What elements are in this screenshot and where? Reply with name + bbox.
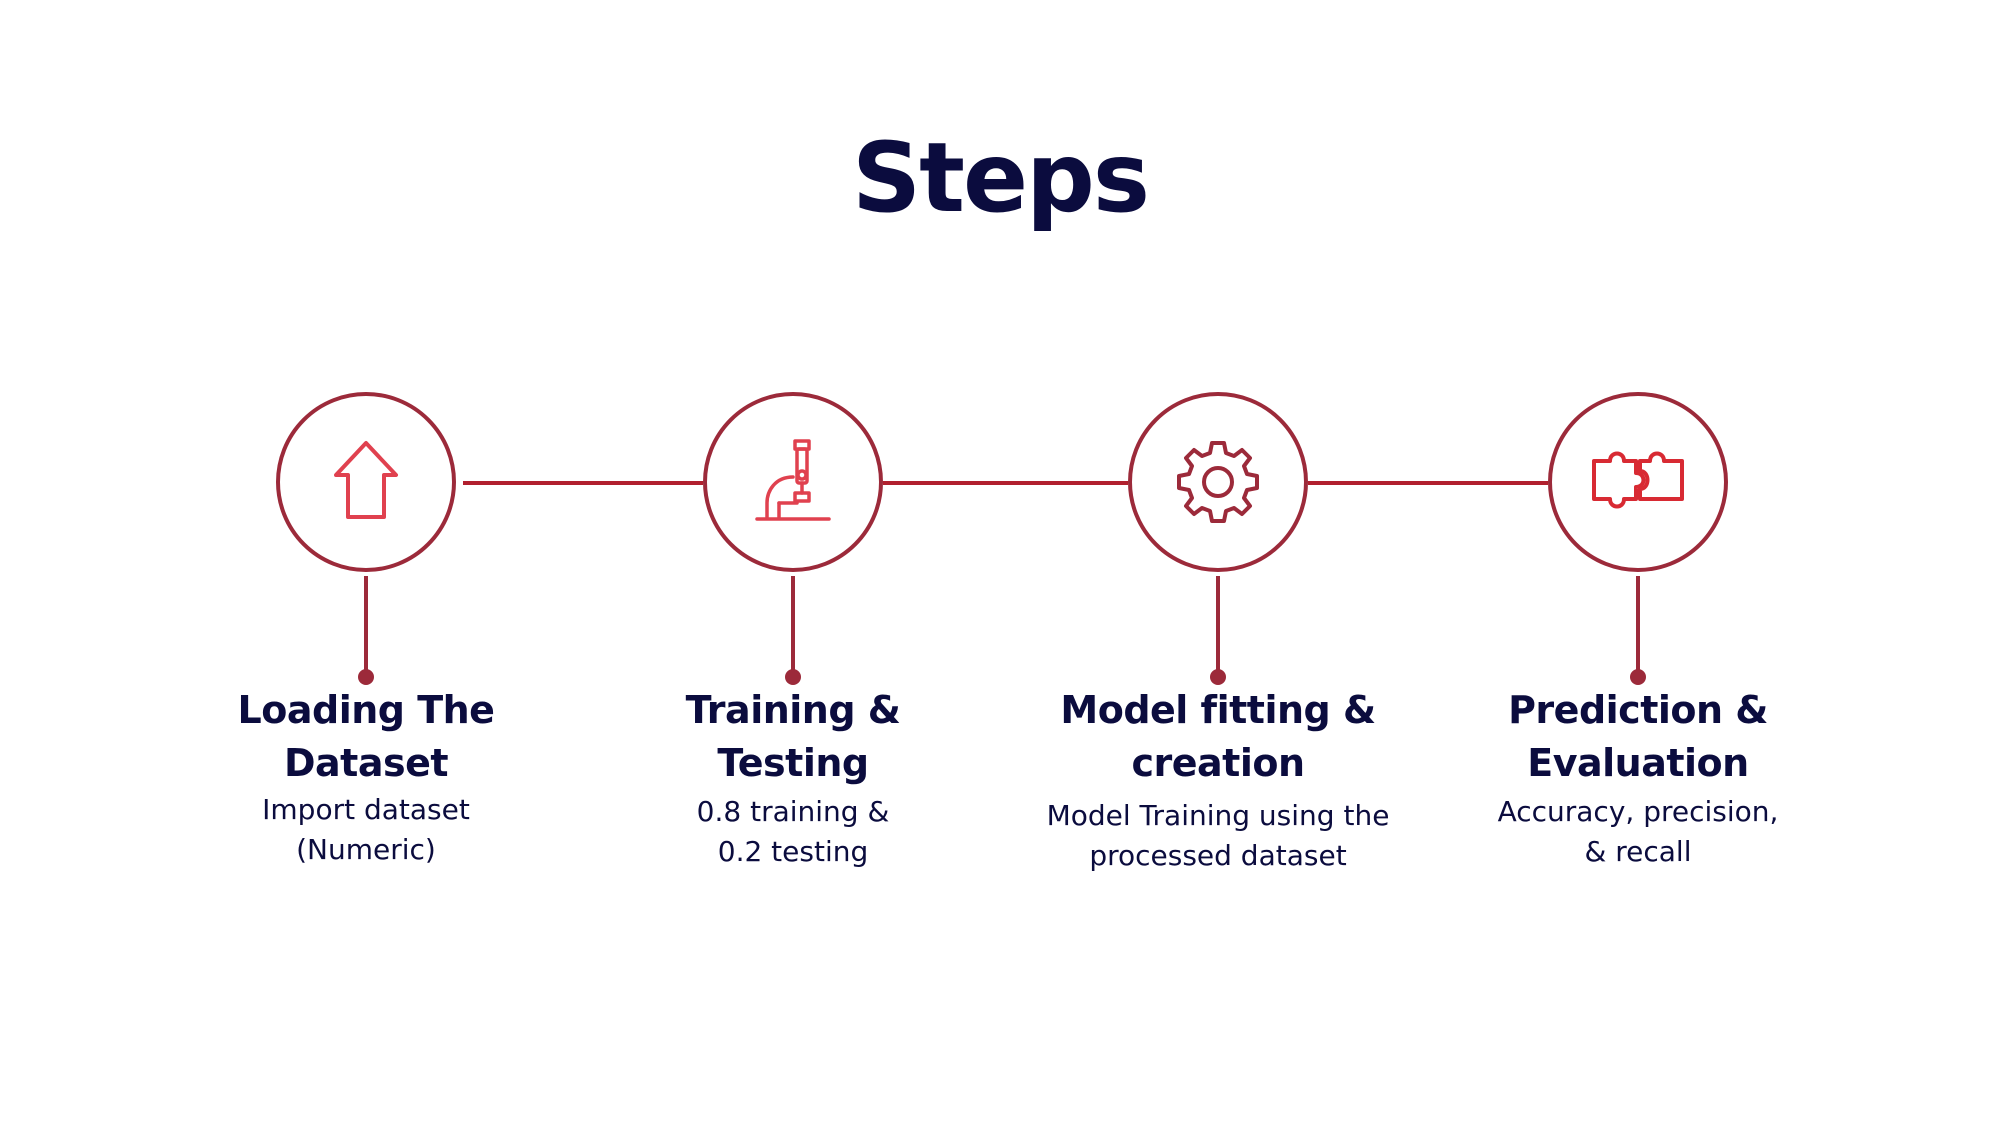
step-2-desc-line-2: 0.2 testing — [717, 835, 869, 868]
step-1-circle — [276, 392, 456, 572]
step-4-desc-line-1: Accuracy, precision, — [1497, 795, 1779, 828]
step-2-title-line-2: Testing — [717, 741, 869, 785]
step-2-title: Training & Testing — [583, 684, 1003, 790]
step-4-description: Accuracy, precision, & recall — [1428, 792, 1848, 872]
puzzle-icon — [1592, 451, 1684, 509]
step-2-description: 0.8 training & 0.2 testing — [583, 792, 1003, 872]
step-1-desc-line-2: (Numeric) — [296, 833, 436, 866]
step-2-title-line-1: Training & — [685, 688, 901, 732]
step-3-title-line-2: creation — [1131, 741, 1305, 785]
step-3-stem — [1216, 576, 1220, 676]
step-3-dot — [1210, 669, 1226, 685]
connector-line-3 — [1308, 481, 1548, 485]
step-2-circle — [703, 392, 883, 572]
step-2-desc-line-1: 0.8 training & — [696, 795, 890, 828]
step-3-desc-line-2: processed dataset — [1089, 839, 1347, 872]
connector-line-2 — [883, 481, 1128, 485]
step-2-dot — [785, 669, 801, 685]
step-3-title-line-1: Model fitting & — [1060, 688, 1376, 732]
step-1-dot — [358, 669, 374, 685]
page-title: Steps — [852, 122, 1150, 234]
step-4-circle — [1548, 392, 1728, 572]
gear-icon — [1177, 441, 1259, 523]
step-1-stem — [364, 576, 368, 676]
step-1-title-line-2: Dataset — [283, 741, 449, 785]
upload-home-icon — [334, 441, 398, 519]
microscope-icon — [755, 439, 831, 521]
step-1-desc-line-1: Import dataset — [262, 793, 470, 826]
step-4-desc-line-2: & recall — [1584, 835, 1692, 868]
step-1-title-line-1: Loading The — [237, 688, 495, 732]
step-3-desc-line-1: Model Training using the — [1046, 799, 1390, 832]
connector-line-1 — [463, 481, 703, 485]
step-4-title: Prediction & Evaluation — [1428, 684, 1848, 790]
step-4-stem — [1636, 576, 1640, 676]
step-3-circle — [1128, 392, 1308, 572]
step-4-title-line-1: Prediction & — [1508, 688, 1768, 732]
step-2-stem — [791, 576, 795, 676]
step-4-title-line-2: Evaluation — [1527, 741, 1749, 785]
step-3-description: Model Training using the processed datas… — [1008, 796, 1428, 876]
step-4-dot — [1630, 669, 1646, 685]
step-1-title: Loading The Dataset — [156, 684, 576, 790]
step-3-title: Model fitting & creation — [1008, 684, 1428, 790]
step-1-description: Import dataset (Numeric) — [156, 790, 576, 870]
